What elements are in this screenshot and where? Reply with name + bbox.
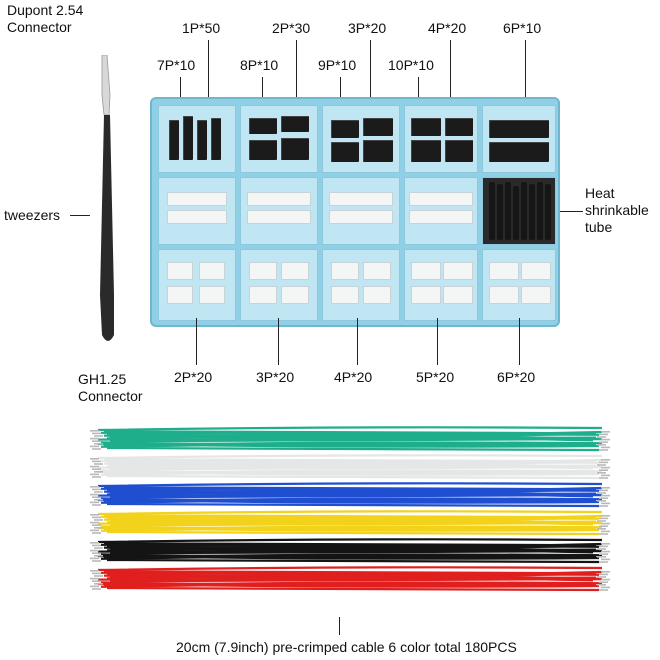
cell-4p20-dupont — [404, 105, 478, 173]
label-9p10: 9P*10 — [318, 57, 357, 73]
gh-label-line2: Connector — [78, 388, 143, 404]
label-6p10: 6P*10 — [503, 20, 542, 36]
cell-gh-2p20 — [158, 249, 236, 321]
cell-heat-tube — [482, 177, 556, 245]
label-gh-4p20: 4P*20 — [334, 369, 373, 385]
label-4p20-top: 4P*20 — [428, 20, 467, 36]
gh-label-line1: GH1.25 — [78, 371, 127, 387]
cell-gh-5p20 — [404, 249, 478, 321]
organizer-box — [150, 97, 560, 327]
cell-10p10 — [404, 177, 478, 245]
cell-6p10 — [482, 105, 556, 173]
label-10p10: 10P*10 — [388, 57, 434, 73]
cell-gh-6p20 — [482, 249, 556, 321]
label-gh-6p20: 6P*20 — [497, 369, 536, 385]
cell-1p50 — [158, 105, 236, 173]
label-3p20-top: 3P*20 — [348, 20, 387, 36]
cell-gh-3p20 — [240, 249, 318, 321]
heat-label-line3: tube — [585, 219, 613, 235]
heat-label-line1: Heat — [585, 185, 615, 201]
cell-9p10 — [322, 177, 400, 245]
dupont-label-line1: Dupont 2.54 — [7, 2, 84, 18]
heat-label-line2: shrinkable — [585, 202, 649, 218]
cable-bundles — [90, 426, 610, 592]
label-2p30: 2P*30 — [272, 20, 311, 36]
label-gh-2p20: 2P*20 — [174, 369, 213, 385]
dupont-label-line2: Connector — [7, 19, 72, 35]
tweezers-image — [100, 55, 114, 341]
label-8p10: 8P*10 — [240, 57, 279, 73]
cell-8p10 — [240, 177, 318, 245]
cable-label: 20cm (7.9inch) pre-crimped cable 6 color… — [176, 639, 517, 655]
label-gh-5p20: 5P*20 — [416, 369, 455, 385]
tweezers-label: tweezers — [4, 207, 61, 223]
label-7p10: 7P*10 — [157, 57, 196, 73]
cell-7p10 — [158, 177, 236, 245]
cell-2p30 — [240, 105, 318, 173]
label-gh-3p20: 3P*20 — [256, 369, 295, 385]
cell-gh-4p20 — [322, 249, 400, 321]
cell-3p20-dupont — [322, 105, 400, 173]
label-1p50: 1P*50 — [182, 20, 221, 36]
